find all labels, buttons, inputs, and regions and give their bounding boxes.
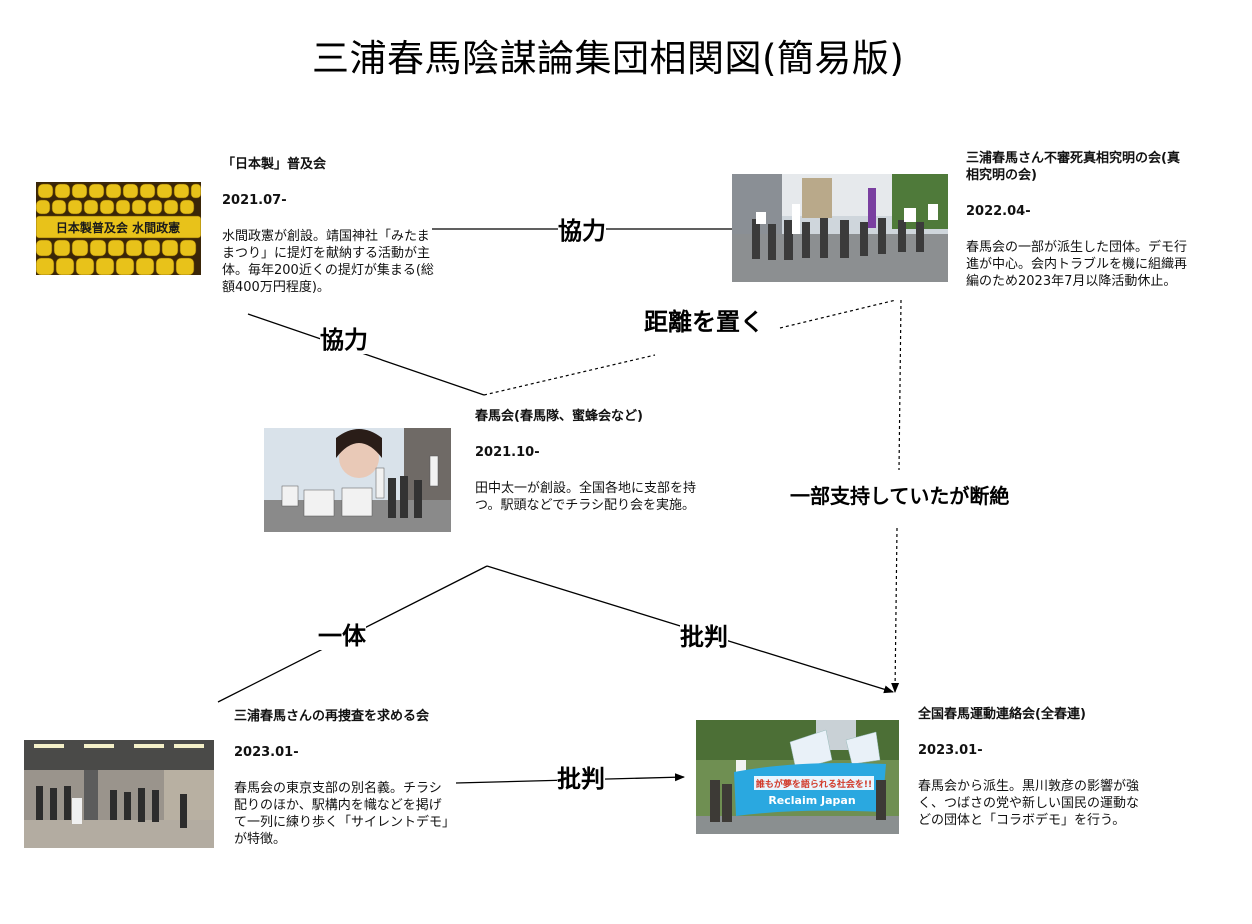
zenharuren-name: 全国春馬運動連絡会(全春連) — [918, 707, 1086, 722]
banner-sub-text: Reclaim Japan — [768, 794, 855, 807]
shinso-name: 三浦春馬さん不審死真相究明の会(真相究明の会) — [966, 151, 1180, 183]
line-harumakai-shinso — [483, 354, 656, 396]
nihonsei-desc: 水間政憲が創設。靖国神社「みたままつり」に提灯を献納する活動が主体。毎年200近… — [222, 229, 434, 295]
label-nihonsei-harumakai: 協力 — [320, 326, 368, 354]
nihonsei-photo: 日本製普及会 水間政憲 — [36, 182, 201, 275]
label-nihonsei-shinso: 協力 — [558, 217, 606, 245]
harumakai-date: 2021.10- — [475, 445, 540, 460]
saisousa-photo — [24, 740, 214, 848]
node-harumakai: 春馬会(春馬隊、蜜蜂会など) 2021.10- 田中太一が創設。全国各地に支部を… — [475, 408, 700, 514]
banner-text: 誰もが夢を語られる社会を!! — [756, 778, 872, 790]
saisousa-name: 三浦春馬さんの再捜査を求める会 — [234, 709, 430, 724]
shinso-desc: 春馬会の一部が派生した団体。デモ行進が中心。会内トラブルを機に組織再編のため20… — [966, 240, 1188, 289]
line-harumakai-shinso-2 — [779, 299, 897, 329]
zenharuren-desc: 春馬会から派生。黒川敦彦の影響が強く、つばさの党や新しい国民の運動などの団体と「… — [918, 779, 1140, 828]
node-zenharuren: 全国春馬運動連絡会(全春連) 2023.01- 春馬会から派生。黒川敦彦の影響が… — [918, 706, 1148, 829]
shinso-photo — [732, 174, 948, 282]
harumakai-name: 春馬会(春馬隊、蜜蜂会など) — [475, 409, 643, 424]
saisousa-desc: 春馬会の東京支部の別名義。チラシ配りのほか、駅構内を幟などを掲げて一列に練り歩く… — [234, 781, 449, 847]
label-harumakai-shinso: 距離を置く — [644, 308, 764, 336]
node-saisousa: 三浦春馬さんの再捜査を求める会 2023.01- 春馬会の東京支部の別名義。チラ… — [234, 708, 449, 848]
label-shinso-zenharuren: 一部支持していたが断絶 — [790, 482, 1010, 510]
zenharuren-date: 2023.01- — [918, 743, 983, 758]
label-saisousa-zenharuren: 批判 — [557, 765, 605, 793]
shinso-date: 2022.04- — [966, 204, 1031, 219]
saisousa-date: 2023.01- — [234, 745, 299, 760]
nihonsei-name: 「日本製」普及会 — [222, 157, 327, 172]
node-shinso: 三浦春馬さん不審死真相究明の会(真相究明の会) 2022.04- 春馬会の一部が… — [966, 150, 1191, 290]
node-nihonsei: 「日本製」普及会 2021.07- 水間政憲が創設。靖国神社「みたままつり」に提… — [222, 156, 442, 296]
line-nihonsei-harumakai — [247, 313, 485, 396]
lantern-text: 日本製普及会 水間政憲 — [56, 220, 180, 235]
zenharuren-photo: 誰もが夢を語られる社会を!! Reclaim Japan — [696, 720, 899, 834]
line-shinso-zenharuren-a — [898, 299, 902, 471]
label-harumakai-saisousa: 一体 — [318, 622, 366, 650]
harumakai-photo — [264, 428, 451, 532]
diagram-title: 三浦春馬陰謀論集団相関図(簡易版) — [312, 37, 905, 80]
harumakai-desc: 田中太一が創設。全国各地に支部を持つ。駅頭などでチラシ配り会を実施。 — [475, 481, 697, 513]
line-shinso-zenharuren-b — [891, 527, 900, 693]
nihonsei-date: 2021.07- — [222, 193, 287, 208]
label-harumakai-zenharuren: 批判 — [680, 623, 728, 651]
